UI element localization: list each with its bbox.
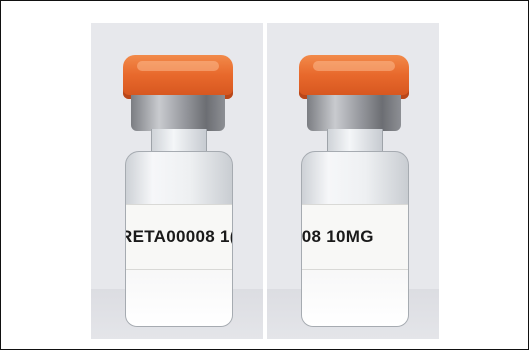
vial-label: RETA00008 1( xyxy=(126,204,232,270)
vial-body: RETA00008 1( xyxy=(125,151,233,327)
vial: RETA00008 1( xyxy=(121,55,235,327)
vial-photo-left: RETA00008 1( xyxy=(91,23,263,339)
vial-photo-right: 008 10MG xyxy=(267,23,439,339)
vial-label-text: RETA00008 1( xyxy=(126,227,232,246)
aluminum-crimp-seal xyxy=(307,95,401,131)
vial-neck xyxy=(327,129,383,155)
aluminum-crimp-seal xyxy=(131,95,225,131)
vial-body: 008 10MG xyxy=(301,151,409,327)
orange-flip-cap xyxy=(123,55,233,99)
orange-flip-cap xyxy=(299,55,409,99)
vial-label: 008 10MG xyxy=(302,204,408,270)
vial: 008 10MG xyxy=(297,55,411,327)
vial-neck xyxy=(151,129,207,155)
vial-label-text: 008 10MG xyxy=(302,227,374,246)
